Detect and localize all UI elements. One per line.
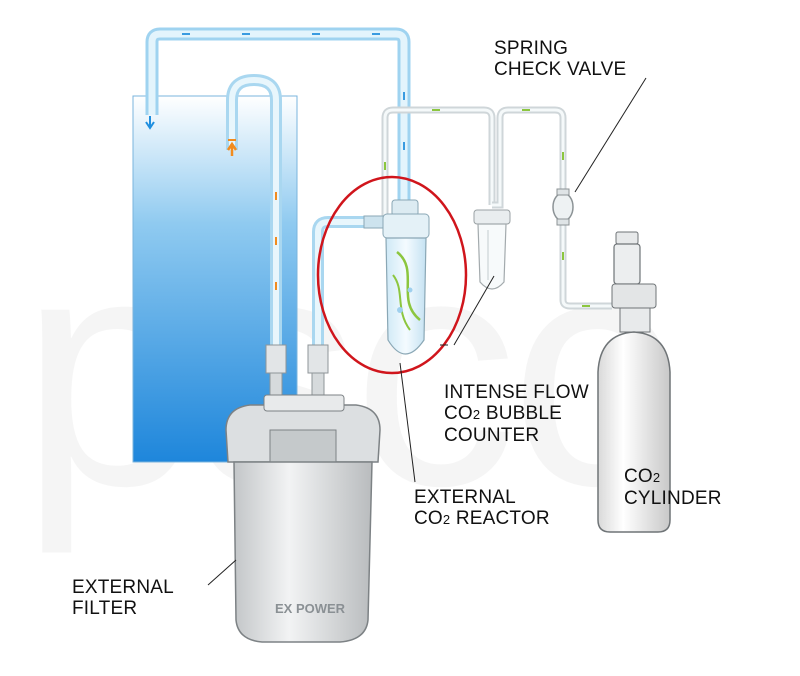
bubble-counter	[473, 209, 511, 290]
flow-arrows	[145, 33, 590, 307]
intake-tube	[226, 73, 282, 345]
filter-brand-logo: EX POWER	[275, 601, 346, 616]
co2-reactor	[363, 199, 430, 355]
label-external-filter: EXTERNAL FILTER	[72, 577, 174, 619]
label-bubble-counter: INTENSE FLOW CO2 BUBBLE COUNTER	[444, 382, 589, 446]
label-co2-cylinder: CO2 CYLINDER	[624, 466, 722, 509]
reactor-feed-tube	[312, 216, 368, 345]
leader-lines	[207, 77, 647, 586]
hose-connectors	[265, 344, 329, 402]
label-co2-reactor: EXTERNAL CO2 REACTOR	[414, 487, 550, 529]
return-tube	[145, 27, 411, 210]
external-filter: EX POWER	[225, 394, 381, 643]
label-spring-check-valve: SPRING CHECK VALVE	[494, 38, 627, 80]
co2-cylinder	[597, 231, 671, 533]
reactor-highlight-ring	[316, 175, 468, 375]
spring-check-valve	[552, 188, 574, 226]
